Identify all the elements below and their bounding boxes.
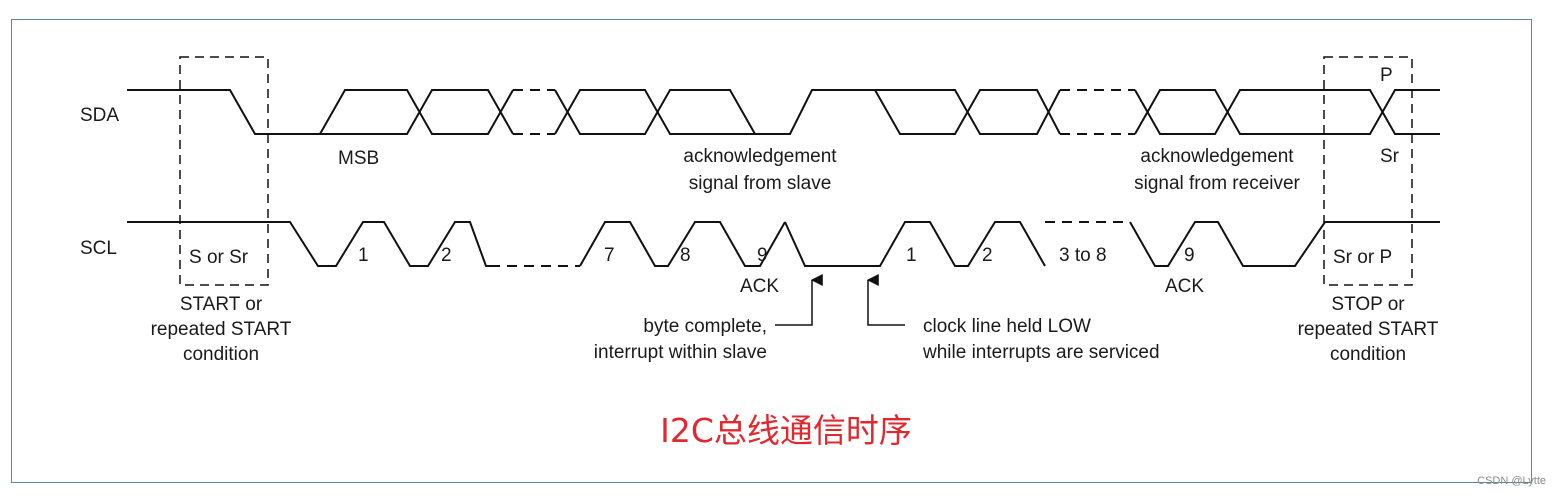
scl-byte1-start [127, 221, 490, 267]
clock2-3to8-label: 3 to 8 [1059, 245, 1107, 266]
scl-signal-label: SCL [80, 238, 117, 259]
clock-held-line1: clock line held LOW [923, 316, 1091, 337]
sda-bit-cross [345, 89, 514, 135]
diagram-frame [11, 19, 1532, 483]
start-condition-line2: repeated START [151, 319, 292, 340]
stop-condition-line3: condition [1330, 344, 1406, 365]
sda-bit7-a [554, 89, 756, 135]
stop-condition-line2: repeated START [1298, 319, 1439, 340]
sda-ack-slave [755, 89, 875, 135]
sda-bit-upper [319, 89, 514, 135]
sda-signal-label: SDA [80, 105, 119, 126]
sda-bit7-b [554, 89, 755, 135]
scl-waveform [127, 221, 1440, 267]
ack-receiver-label-line2: signal from receiver [1134, 173, 1300, 194]
scl-byte1-end [579, 221, 786, 267]
clock2-2-label: 2 [982, 245, 993, 266]
sda-waveform [127, 89, 1440, 135]
stop-condition-box [1323, 56, 1413, 286]
byte-complete-arrow [775, 274, 823, 326]
stop-p-label: P [1380, 65, 1393, 86]
scl-hold-and-byte2 [784, 221, 1046, 267]
start-box-label: S or Sr [189, 247, 249, 268]
ack1-label: ACK [740, 276, 779, 297]
clock-8-label: 8 [680, 245, 691, 266]
msb-label: MSB [338, 148, 379, 169]
sda-end-a [1134, 89, 1440, 135]
clock-9-label: 9 [757, 245, 768, 266]
sda-start-edge [127, 89, 320, 135]
start-condition-box [179, 56, 269, 286]
clock-1-label: 1 [358, 245, 369, 266]
scl-byte2-end [1129, 221, 1440, 267]
clock-held-line2: while interrupts are serviced [922, 342, 1160, 363]
sda-byte2-b [875, 89, 1061, 135]
ack2-label: ACK [1165, 276, 1204, 297]
ack-slave-label-line2: signal from slave [689, 173, 832, 194]
clock-held-arrow [866, 274, 905, 326]
clock2-1-label: 1 [906, 245, 917, 266]
sda-end-b [1134, 89, 1440, 135]
clock-7-label: 7 [604, 245, 615, 266]
clock2-9-label: 9 [1184, 245, 1195, 266]
byte-complete-line2: interrupt within slave [594, 342, 767, 363]
start-condition-line1: START or [180, 294, 263, 315]
start-condition-line3: condition [183, 344, 259, 365]
ack-slave-label-line1: acknowledgement [683, 146, 837, 167]
clock-2-label: 2 [441, 245, 452, 266]
diagram-caption: I2C总线通信时序 [660, 411, 912, 450]
stop-box-label: Sr or P [1333, 247, 1392, 268]
stop-sr-label: Sr [1380, 146, 1400, 167]
byte-complete-line1: byte complete, [643, 316, 767, 337]
stop-condition-line1: STOP or [1331, 294, 1405, 315]
ack-receiver-label-line1: acknowledgement [1140, 146, 1294, 167]
watermark-text: CSDN @Lytte [1477, 475, 1546, 487]
